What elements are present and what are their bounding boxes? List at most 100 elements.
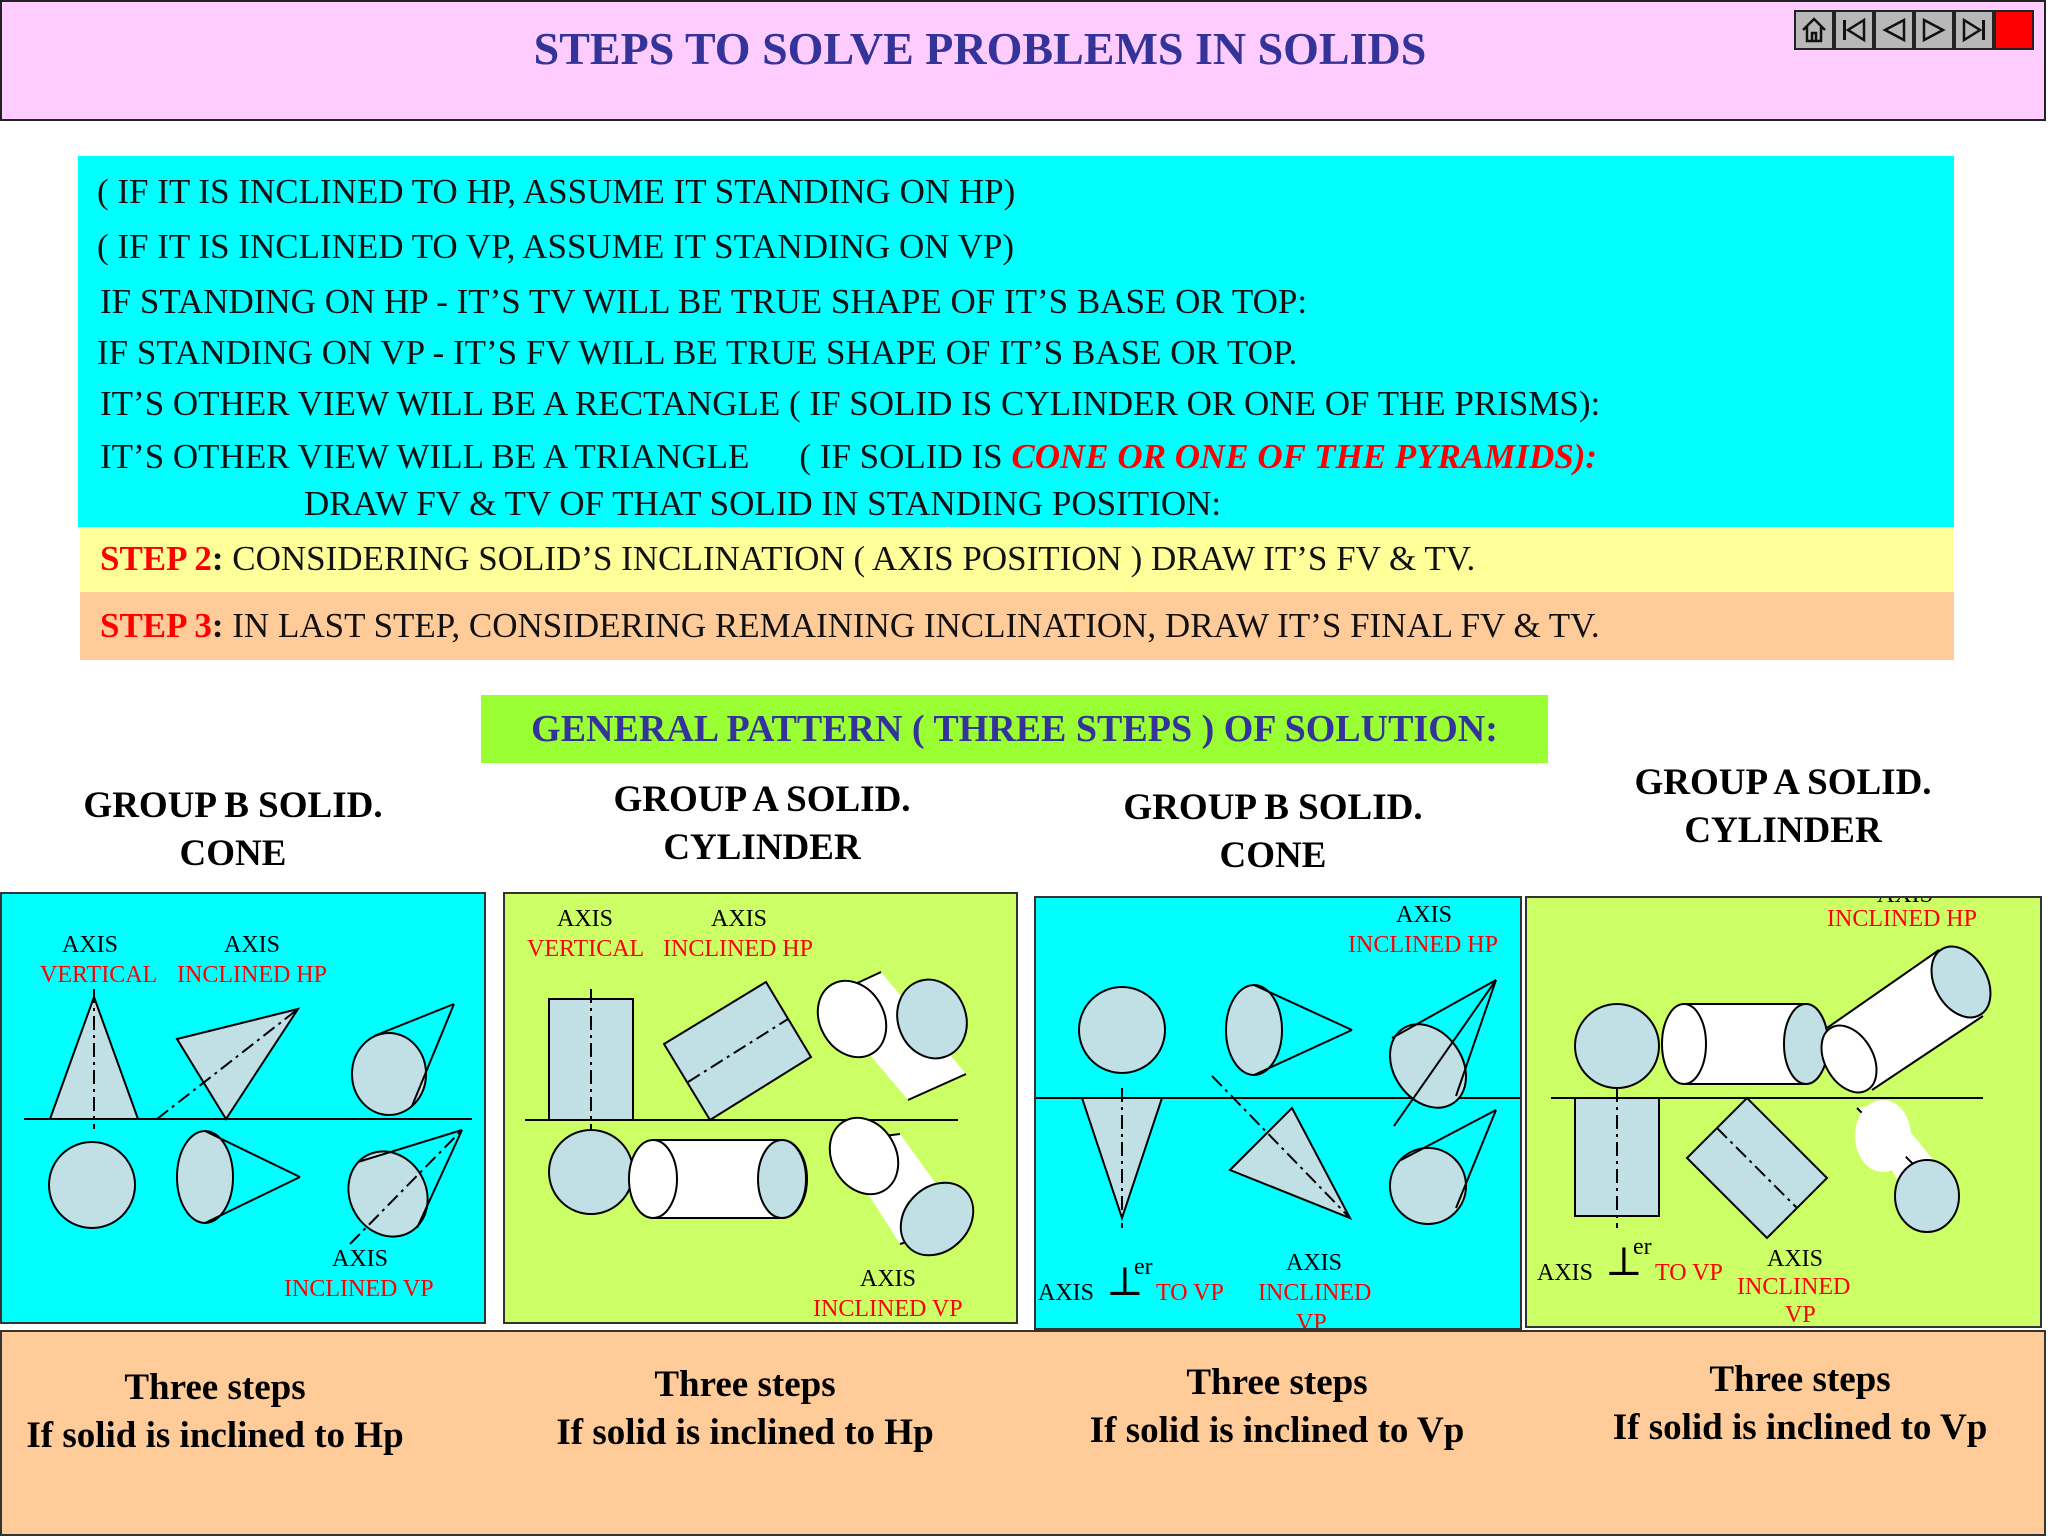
cone-fv-circle <box>1078 986 1166 1074</box>
cone-hp-drawing <box>24 989 472 1245</box>
cylinder-final-tv-base <box>1894 1159 1960 1233</box>
label-vp: VP <box>1296 1310 1327 1330</box>
cone-vp-drawing <box>1036 979 1520 1228</box>
perpendicular-symbol: ⊥ <box>1605 1239 1643 1284</box>
step1-line-6: IT’S OTHER VIEW WILL BE A TRIANGLE ( IF S… <box>100 437 1597 477</box>
group-heading-4-line1: GROUP A SOLID. <box>1634 762 1932 803</box>
step1-line-5: IT’S OTHER VIEW WILL BE A RECTANGLE ( IF… <box>100 384 1601 423</box>
label-axis: AXIS <box>1767 1246 1824 1272</box>
home-icon[interactable] <box>1794 10 1834 50</box>
caption-3-line1: Three steps <box>1186 1362 1368 1403</box>
step3-text: IN LAST STEP, CONSIDERING REMAINING INCL… <box>223 606 1600 645</box>
group-heading-4-line2: CYLINDER <box>1684 810 1882 851</box>
triangle-mid: ( IF SOLID IS <box>799 437 1003 476</box>
label-inclined-hp: INCLINED HP <box>1348 932 1498 958</box>
cylinder-tv-base <box>757 1139 807 1219</box>
superscript-er: er <box>1633 1234 1652 1260</box>
superscript-er: er <box>1134 1254 1153 1280</box>
caption-1-line2: If solid is inclined to Hp <box>26 1415 404 1456</box>
cylinder-final-fv-base <box>1930 945 1992 1019</box>
caption-3: Three steps If solid is inclined to Vp <box>1062 1359 1492 1455</box>
cone-tv-ellipse <box>176 1130 234 1224</box>
cylinder-final-tv-base <box>899 1181 975 1257</box>
step2-box: STEP 2: CONSIDERING SOLID’S INCLINATION … <box>80 527 1954 592</box>
caption-2-line2: If solid is inclined to Hp <box>556 1412 934 1453</box>
label-inclined-vp: INCLINED VP <box>813 1296 963 1322</box>
step2-line: STEP 2: CONSIDERING SOLID’S INCLINATION … <box>100 539 1475 579</box>
step1-line-4: IF STANDING ON VP - IT’S FV WILL BE TRUE… <box>97 333 1298 372</box>
page-title: STEPS TO SOLVE PROBLEMS IN SOLIDS <box>533 23 1427 74</box>
cylinder-tv-circle <box>548 1129 634 1215</box>
previous-slide-icon[interactable] <box>1874 10 1914 50</box>
cylinder-hp-drawing <box>525 971 975 1257</box>
step2-text: CONSIDERING SOLID’S INCLINATION ( AXIS P… <box>223 539 1476 578</box>
label-axis: AXIS <box>711 906 768 932</box>
cone-tv-inclined <box>1228 1106 1353 1220</box>
step2-colon: : <box>211 539 224 578</box>
caption-2-line1: Three steps <box>654 1364 836 1405</box>
cone-tv-circle <box>48 1141 136 1229</box>
group-heading-4: GROUP A SOLID. CYLINDER <box>1588 759 1978 855</box>
group-heading-1-line1: GROUP B SOLID. <box>83 785 383 826</box>
label-axis: AXIS <box>1038 1280 1095 1306</box>
panel-cone-hp: AXIS VERTICAL AXIS INCLINED HP AXIS INCL… <box>0 892 486 1324</box>
step1-line-2: ( IF IT IS INCLINED TO VP, ASSUME IT STA… <box>97 227 1015 266</box>
next-slide-icon[interactable] <box>1914 10 1954 50</box>
cone-final-fv-base <box>1389 1023 1467 1109</box>
caption-1: Three steps If solid is inclined to Hp <box>0 1364 430 1460</box>
label-inclined-vp: INCLINED VP <box>284 1276 434 1302</box>
group-heading-2-line1: GROUP A SOLID. <box>613 779 911 820</box>
cone-pyramids-emphasis: CONE OR ONE OF THE PYRAMIDS): <box>1011 437 1598 476</box>
group-heading-2-line2: CYLINDER <box>663 827 861 868</box>
cone-fv-ellipse <box>1225 984 1283 1076</box>
step3-line: STEP 3: IN LAST STEP, CONSIDERING REMAIN… <box>100 606 1600 646</box>
label-inclined: INCLINED <box>1737 1274 1851 1300</box>
label-axis: AXIS <box>1396 902 1453 928</box>
caption-4-line2: If solid is inclined to Vp <box>1612 1407 1988 1448</box>
label-to-vp: TO VP <box>1156 1280 1224 1306</box>
step3-box: STEP 3: IN LAST STEP, CONSIDERING REMAIN… <box>80 592 1954 660</box>
cone-final-fv-base <box>351 1032 427 1116</box>
panel-cylinder-hp: AXIS VERTICAL AXIS INCLINED HP AXIS INCL… <box>503 892 1018 1324</box>
label-axis: AXIS <box>557 906 614 932</box>
group-heading-3: GROUP B SOLID. CONE <box>1078 784 1468 880</box>
cylinder-vp-drawing <box>1551 945 1992 1240</box>
stop-icon[interactable] <box>1994 10 2034 50</box>
captions-box <box>0 1330 2046 1536</box>
label-inclined-hp: INCLINED HP <box>663 936 813 962</box>
step1-box <box>78 156 1954 527</box>
cone-final-tv-base <box>347 1150 429 1238</box>
caption-3-line2: If solid is inclined to Vp <box>1089 1410 1465 1451</box>
label-axis: AXIS <box>860 1266 917 1292</box>
general-pattern-heading: GENERAL PATTERN ( THREE STEPS ) OF SOLUT… <box>481 695 1548 763</box>
label-axis: AXIS <box>1537 1260 1594 1286</box>
first-slide-icon[interactable] <box>1834 10 1874 50</box>
title-bar <box>0 0 2046 121</box>
last-slide-icon[interactable] <box>1954 10 1994 50</box>
step3-colon: : <box>211 606 224 645</box>
group-heading-2: GROUP A SOLID. CYLINDER <box>567 776 957 872</box>
label-axis: AXIS <box>1877 898 1933 910</box>
group-heading-1-line2: CONE <box>179 833 287 874</box>
caption-1-line1: Three steps <box>124 1367 306 1408</box>
step1-line-3: IF STANDING ON HP - IT’S TV WILL BE TRUE… <box>100 282 1308 321</box>
label-axis: AXIS <box>224 932 281 958</box>
label-inclined: INCLINED <box>1258 1280 1372 1306</box>
panel-cone-vp: AXIS INCLINED HP AXIS ⊥ er TO VP AXIS IN… <box>1034 896 1522 1330</box>
label-axis: AXIS <box>1286 1250 1343 1276</box>
cone-fv-inclined <box>175 1007 301 1121</box>
label-vp: VP <box>1785 1302 1816 1328</box>
panel-cylinder-vp: AXIS INCLINED HP AXIS ⊥ er TO VP AXIS IN… <box>1525 896 2042 1328</box>
caption-4: Three steps If solid is inclined to Vp <box>1585 1356 2015 1452</box>
cylinder-final-fv-base <box>896 978 968 1060</box>
triangle-prefix: IT’S OTHER VIEW WILL BE A TRIANGLE <box>100 437 750 476</box>
group-heading-3-line1: GROUP B SOLID. <box>1123 787 1423 828</box>
cylinder-fv-circle <box>1574 1003 1660 1089</box>
slide-navigation <box>1794 10 2034 50</box>
perpendicular-symbol: ⊥ <box>1106 1259 1144 1304</box>
step3-label: STEP 3 <box>100 606 212 645</box>
group-heading-3-line2: CONE <box>1219 835 1327 876</box>
label-vertical: VERTICAL <box>40 962 158 988</box>
label-to-vp: TO VP <box>1655 1260 1723 1286</box>
step1-line-1: ( IF IT IS INCLINED TO HP, ASSUME IT STA… <box>97 172 1016 211</box>
